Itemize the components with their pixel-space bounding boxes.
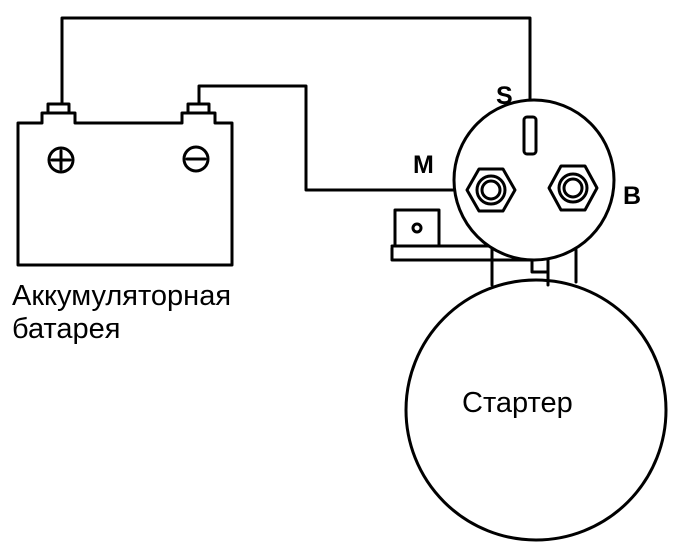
terminal-s-label: S [496, 82, 513, 110]
bracket-tab [393, 208, 441, 248]
terminal-m-nut [465, 167, 517, 213]
terminal-m-label: M [413, 151, 434, 179]
wire-positive-to-s [60, 16, 532, 119]
terminal-b-nut [547, 164, 599, 212]
battery-positive-post [46, 102, 71, 115]
wire-negative-to-m [197, 84, 469, 192]
terminal-s-pin [522, 115, 538, 156]
starter-motor-body [404, 278, 668, 542]
starter-label: Стартер [462, 387, 573, 419]
battery-caption-line1: Аккумуляторная [12, 280, 232, 312]
terminal-b-label: B [623, 182, 642, 210]
battery-negative-post [186, 102, 211, 115]
minus-icon [182, 145, 210, 173]
battery-caption: Аккумуляторная батарея [12, 280, 231, 346]
battery [16, 102, 234, 267]
battery-body [16, 111, 234, 267]
solenoid-housing [452, 98, 616, 262]
battery-caption-line2: батарея [12, 313, 121, 345]
bracket-tab-hole [411, 222, 423, 234]
plus-icon [47, 146, 75, 174]
